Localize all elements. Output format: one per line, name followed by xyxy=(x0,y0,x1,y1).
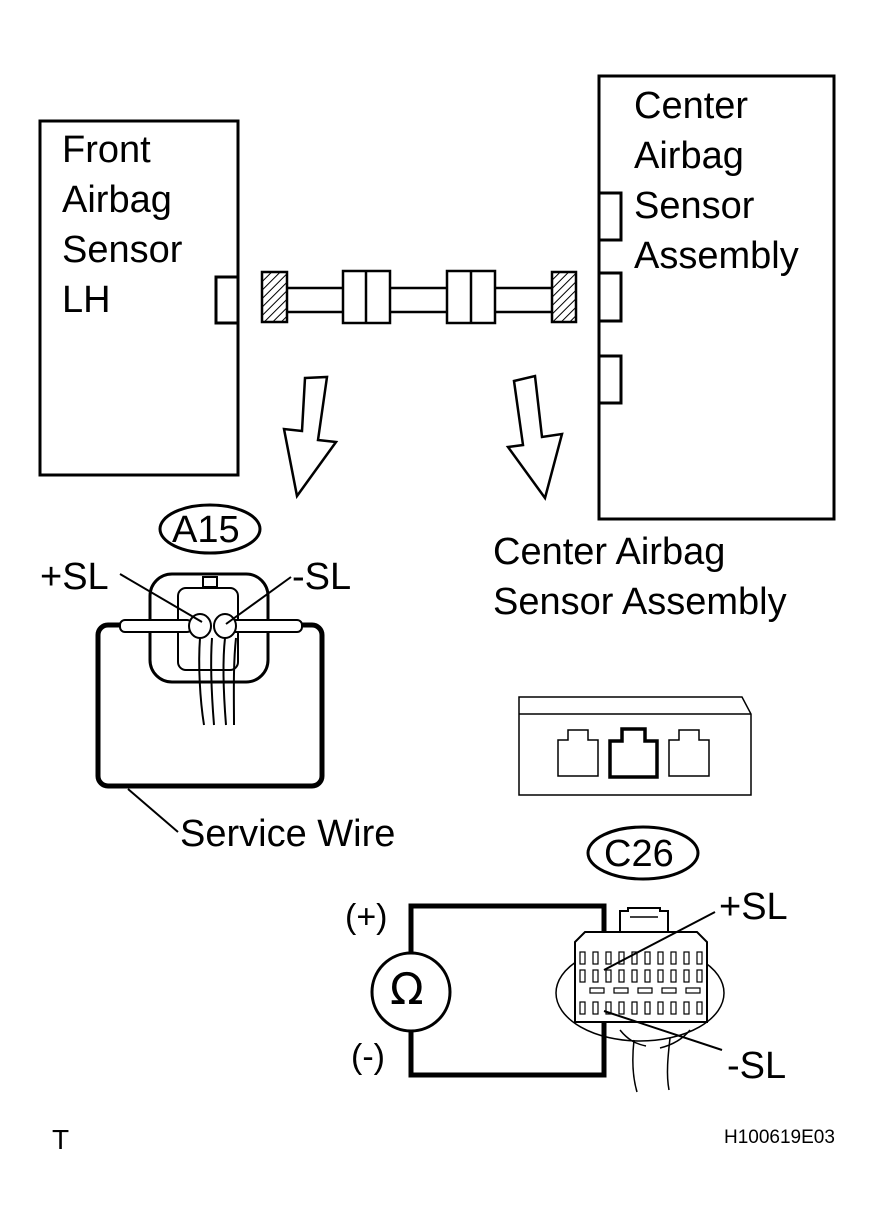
c26-pos-label: +SL xyxy=(719,886,788,928)
connector-c26-id: C26 xyxy=(604,833,674,875)
center-sensor-connector-2 xyxy=(597,271,623,323)
arrow-down-right xyxy=(505,374,564,501)
meter-plus-label: (+) xyxy=(345,898,388,936)
c26-neg-label: -SL xyxy=(727,1045,787,1087)
center-sensor-connector-3 xyxy=(597,354,623,405)
service-wire-label: Service Wire xyxy=(180,813,396,855)
footer-left-code: T xyxy=(52,1124,70,1155)
ohm-symbol: Ω xyxy=(390,964,424,1015)
connector-a15-id: A15 xyxy=(172,509,240,551)
connector-c26-callout xyxy=(586,825,700,881)
center-sensor-label-line: Assembly xyxy=(634,235,799,277)
center-sensor-label: Center Airbag Sensor Assembly xyxy=(634,87,799,287)
a15-pos-label: +SL xyxy=(40,556,109,598)
a15-neg-leader xyxy=(225,576,292,625)
front-sensor-label: Front Airbag Sensor LH xyxy=(62,131,182,331)
center-sensor-label-line: Sensor xyxy=(634,185,755,227)
ohmmeter xyxy=(370,951,452,1033)
service-wire-leader xyxy=(127,788,179,833)
connector-a15-callout xyxy=(158,503,262,555)
center-airbag-caption-line: Center Airbag xyxy=(493,531,726,573)
arrow-down-left xyxy=(282,375,339,500)
connector-c26 xyxy=(555,907,725,1093)
c26-pos-leader xyxy=(603,911,716,971)
c26-neg-leader xyxy=(603,1010,723,1051)
front-sensor-label-line: Airbag xyxy=(62,179,172,221)
center-airbag-caption-line: Sensor Assembly xyxy=(493,581,787,623)
meter-lead-negative xyxy=(408,1012,607,1078)
center-sensor-label-line: Center xyxy=(634,85,749,127)
wire-harness xyxy=(260,269,578,325)
front-sensor-connector xyxy=(214,275,240,325)
meter-minus-label: (-) xyxy=(351,1038,385,1076)
front-sensor-label-line: LH xyxy=(62,279,111,321)
connector-a15 xyxy=(119,572,303,726)
center-airbag-caption: Center Airbag Sensor Assembly xyxy=(493,533,787,633)
a15-neg-label: -SL xyxy=(292,556,352,598)
front-sensor-label-line: Front xyxy=(62,129,151,171)
center-sensor-connector-1 xyxy=(597,191,623,242)
footer-figure-id: H100619E03 xyxy=(724,1127,835,1148)
a15-pos-leader xyxy=(119,573,203,623)
center-sensor-label-line: Airbag xyxy=(634,135,744,177)
front-sensor-label-line: Sensor xyxy=(62,229,183,271)
connector-c26-terminals xyxy=(579,951,703,1015)
connector-face-view xyxy=(518,696,752,796)
